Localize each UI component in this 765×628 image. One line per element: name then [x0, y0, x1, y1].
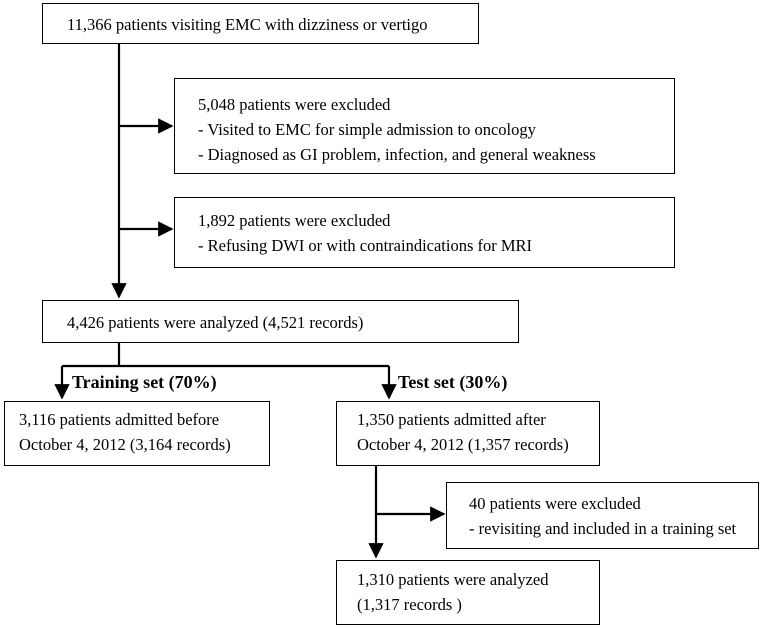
- start-text: 11,366 patients visiting EMC with dizzin…: [67, 15, 428, 34]
- exclusion-1-line-2: - Visited to EMC for simple admission to…: [198, 120, 536, 139]
- exclusion-3-line-2: - revisiting and included in a training …: [469, 519, 737, 538]
- exclusion-2-line-1: 1,892 patients were excluded: [198, 211, 391, 230]
- final-line-1: 1,310 patients were analyzed: [357, 570, 549, 589]
- exclusion-2-line-2: - Refusing DWI or with contraindications…: [198, 236, 533, 255]
- training-box: 3,116 patients admitted before October 4…: [4, 401, 270, 466]
- training-line-1: 3,116 patients admitted before: [19, 410, 220, 429]
- test-box: 1,350 patients admitted after October 4,…: [336, 401, 600, 466]
- test-line-1: 1,350 patients admitted after: [357, 410, 546, 429]
- final-box: 1,310 patients were analyzed (1,317 reco…: [336, 560, 600, 625]
- training-set-label: Training set (70%): [72, 372, 217, 392]
- analyzed-text: 4,426 patients were analyzed (4,521 reco…: [67, 313, 364, 332]
- analyzed-box: 4,426 patients were analyzed (4,521 reco…: [42, 300, 519, 343]
- exclusion-1-line-3: - Diagnosed as GI problem, infection, an…: [198, 145, 596, 164]
- exclusion-3-box: 40 patients were excluded - revisiting a…: [446, 482, 759, 549]
- test-line-2: October 4, 2012 (1,357 records): [357, 435, 569, 454]
- final-line-2: (1,317 records ): [357, 595, 462, 614]
- exclusion-3-line-1: 40 patients were excluded: [469, 494, 641, 513]
- exclusion-2-box: 1,892 patients were excluded - Refusing …: [174, 197, 675, 268]
- training-line-2: October 4, 2012 (3,164 records): [19, 435, 231, 454]
- exclusion-1-box: 5,048 patients were excluded - Visited t…: [174, 78, 675, 174]
- exclusion-1-line-1: 5,048 patients were excluded: [198, 95, 391, 114]
- start-box: 11,366 patients visiting EMC with dizzin…: [42, 3, 479, 44]
- test-set-label: Test set (30%): [398, 372, 508, 392]
